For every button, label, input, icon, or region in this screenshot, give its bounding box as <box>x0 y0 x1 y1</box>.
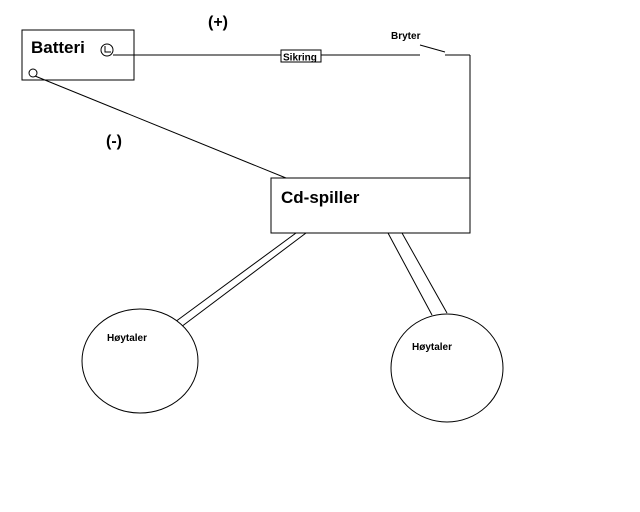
switch-label: Bryter <box>391 31 421 42</box>
positive-terminal-icon <box>100 43 114 57</box>
left-speaker-label: Høytaler <box>107 333 147 344</box>
left-speaker <box>81 308 199 414</box>
positive-label: (+) <box>208 14 228 31</box>
right-speaker-cable-b <box>401 232 448 314</box>
positive-terminal-mark <box>104 46 111 53</box>
battery-label: Batteri <box>31 38 85 57</box>
negative-terminal-icon <box>28 68 38 78</box>
switch-lever <box>419 44 446 53</box>
right-speaker <box>390 313 504 423</box>
right-speaker-label: Høytaler <box>412 342 452 353</box>
left-speaker-cable-b <box>180 232 307 328</box>
cd-player-label: Cd-spiller <box>281 188 360 207</box>
negative-wire <box>34 75 287 179</box>
fuse-label: Sikring <box>283 53 317 64</box>
right-speaker-cable-a <box>387 232 433 316</box>
cd-player-box <box>270 177 471 234</box>
fuse-box <box>280 49 322 63</box>
negative-label: (-) <box>106 133 122 150</box>
left-speaker-cable-a <box>174 232 297 323</box>
